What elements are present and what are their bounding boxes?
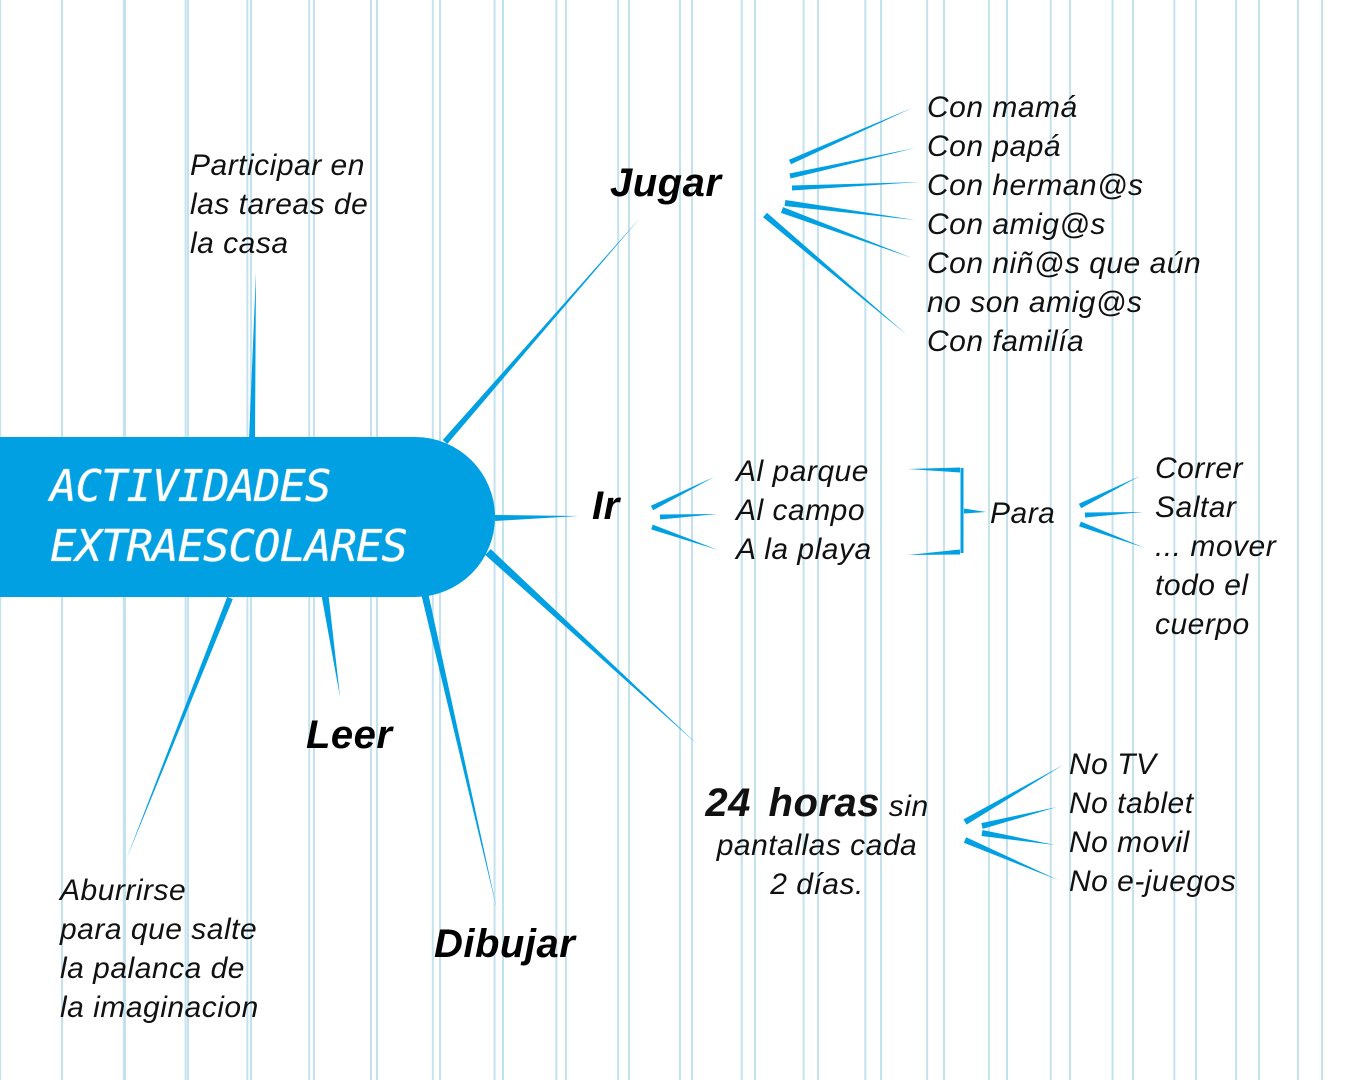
connector (963, 837, 1058, 880)
connector (981, 807, 1057, 829)
connector (321, 594, 340, 697)
list-item: cuerpo (1155, 608, 1250, 641)
connector (963, 765, 1063, 825)
connector (485, 549, 698, 745)
list-item: A la playa (736, 533, 872, 566)
list-item: No tablet (1069, 787, 1194, 820)
list-item: Con papá (927, 130, 1062, 163)
node-jugar: Jugar (610, 161, 722, 205)
list-item: todo el (1155, 569, 1249, 602)
bracket-bottom (908, 549, 961, 555)
list-item: Al campo (736, 494, 866, 527)
para-list: Correr Saltar ... mover todo el cuerpo (1155, 449, 1276, 644)
pantallas-list: No TV No tablet No movil No e-juegos (1069, 745, 1236, 901)
connector (494, 515, 578, 521)
connector (1079, 521, 1145, 548)
jugar-list: Con mamá Con papá Con herman@s Con amig@… (927, 88, 1201, 361)
central-title: ACTIVIDADES EXTRAESCOLARES (50, 461, 408, 572)
connector (780, 207, 912, 258)
connector (659, 514, 717, 520)
connector (788, 108, 912, 165)
connector (791, 182, 920, 191)
connector (763, 212, 907, 335)
list-item: No e-juegos (1069, 865, 1237, 898)
connector (981, 830, 1055, 845)
list-item: no son amig@s (927, 286, 1143, 319)
connector (1084, 512, 1143, 518)
list-item: Con familía (927, 325, 1085, 358)
bracket-top (908, 467, 961, 473)
connector (442, 218, 640, 444)
bracket-arrow (963, 508, 986, 514)
list-item: Correr (1155, 452, 1244, 485)
connector (1078, 476, 1140, 509)
connector (789, 148, 915, 179)
node-leer: Leer (306, 713, 393, 757)
list-item: Al parque (736, 455, 869, 488)
list-item: Con amig@s (927, 208, 1106, 241)
node-ir: Ir (592, 484, 620, 528)
list-item: Con herman@s (927, 169, 1144, 202)
ir-list: Al parque Al campo A la playa (736, 452, 872, 569)
list-item: Saltar (1155, 491, 1237, 524)
node-para: Para (990, 497, 1056, 530)
list-item: No movil (1069, 826, 1190, 859)
list-item: Con mamá (927, 91, 1078, 124)
connector (249, 272, 256, 441)
central-node: ACTIVIDADES EXTRAESCOLARES (0, 437, 495, 597)
list-item: No TV (1069, 748, 1157, 781)
list-item: ... mover (1155, 530, 1277, 563)
node-dibujar: Dibujar (434, 922, 576, 966)
connector (650, 477, 714, 511)
connector (421, 594, 497, 910)
connector (126, 596, 233, 860)
list-item: Con niñ@s que aún (927, 247, 1202, 280)
node-pantallas: 24 horas sin pantallas cada 2 días. (705, 781, 929, 901)
connector (784, 200, 915, 220)
connector (651, 524, 718, 550)
